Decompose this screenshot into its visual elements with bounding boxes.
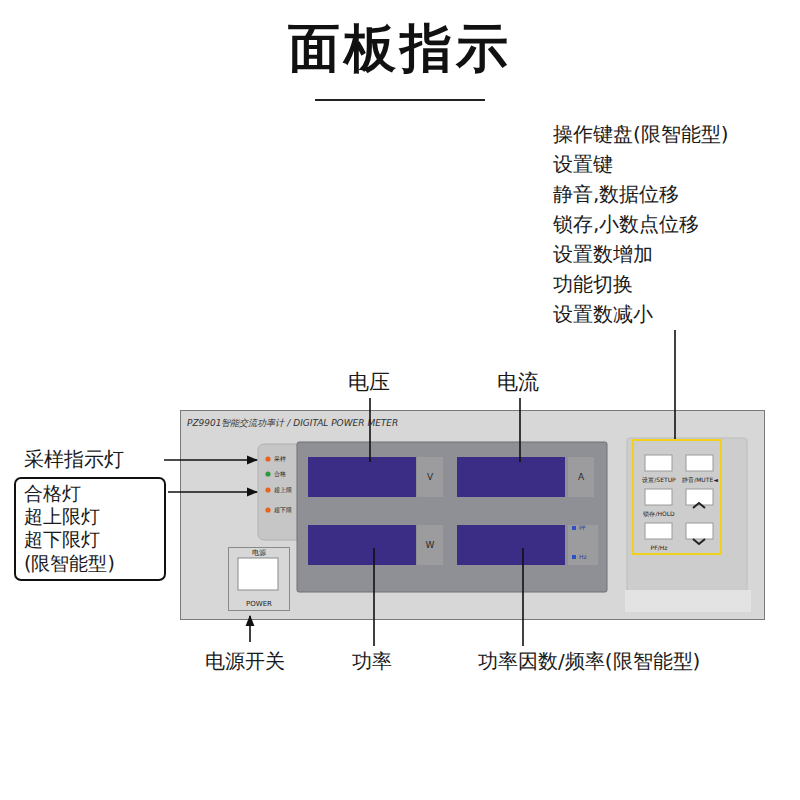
up-arrow-symbol [693, 503, 705, 508]
indicator-light [265, 507, 270, 512]
unit-box: A [568, 457, 594, 497]
node-label: A [578, 473, 584, 482]
callout-label: 操作键盘(限智能型) [553, 124, 729, 144]
power-button [238, 558, 278, 590]
panel-title: PZ9901智能交流功率计 / DIGITAL POWER METER [187, 417, 398, 430]
indicator-light [265, 487, 270, 492]
indicator-label: PF [579, 525, 586, 531]
leader-line [249, 616, 251, 642]
node-label: 静音/MUTE◄ [682, 477, 718, 483]
hz-indicator [572, 555, 576, 559]
meter-panel: PZ9901智能交流功率计 / DIGITAL POWER METER V A W 电源… [180, 410, 765, 620]
panel-art [181, 411, 764, 619]
leader-line [369, 398, 371, 462]
callout-label: 锁存,小数点位移 [553, 214, 699, 234]
callout-label: 设置数减小 [553, 304, 653, 324]
callout-label: 设置键 [553, 154, 613, 174]
indicator-strip [258, 444, 302, 540]
node-label: V [427, 473, 433, 482]
callout-label: 电源开关 [205, 651, 285, 671]
indicator-label: 采样 [274, 456, 286, 462]
unit-box: W [417, 525, 443, 565]
callout-label: 设置数增加 [553, 244, 653, 264]
node-label: POWER [246, 601, 272, 608]
leader-line [373, 548, 375, 646]
indicator-label: 超上限 [274, 487, 292, 493]
key-button: PF/Hz [639, 520, 679, 552]
keypad-area [627, 438, 747, 598]
node-label: W [426, 541, 435, 550]
pf-display [457, 525, 565, 565]
key-button: 设置/SETUP [639, 452, 679, 484]
unit-box: V [417, 457, 443, 497]
node-label: PF/Hz [651, 545, 668, 551]
down-arrow-symbol [693, 539, 705, 544]
node-label: 电源 [252, 550, 266, 557]
unit-panel [568, 525, 598, 565]
key-face [645, 489, 672, 505]
key-face [686, 455, 713, 471]
page-title: 面板指示 [288, 22, 512, 74]
callout-box: 合格灯 超上限灯 超下限灯 (限智能型) [14, 477, 166, 581]
callout-label: 功能切换 [553, 274, 633, 294]
callout-label: 静音,数据位移 [553, 184, 679, 204]
node-label: 设置/SETUP [642, 477, 675, 483]
key-button: 锁存/HOLD [639, 486, 679, 518]
node-label: 锁存/HOLD [643, 511, 674, 517]
key-face [645, 523, 672, 539]
leader-line [168, 491, 257, 493]
key-face [645, 455, 672, 471]
callout-label: 功率 [352, 651, 392, 671]
leader-line [164, 459, 257, 461]
callout-label: 电压 [348, 372, 390, 393]
voltage-display [308, 457, 416, 497]
current-display [457, 457, 565, 497]
indicator-label: Hz [579, 554, 587, 560]
power-display [308, 525, 416, 565]
leader-line [674, 330, 676, 439]
indicator-light [265, 471, 270, 476]
leader-line [519, 398, 521, 462]
display-surround [297, 442, 607, 592]
callout-label: 采样指示灯 [24, 449, 124, 469]
key-face [686, 523, 713, 539]
indicator-label: 合格 [274, 471, 286, 477]
blank-plate [625, 590, 751, 612]
callout-label: 电流 [497, 372, 539, 393]
pf-indicator [572, 526, 576, 530]
key-button: 静音/MUTE◄ [680, 452, 720, 484]
indicator-label: 超下限 [274, 507, 292, 513]
power-switch: 电源 POWER [228, 547, 290, 611]
title-underline [315, 99, 485, 101]
indicator-light [265, 456, 270, 461]
keypad-highlight [633, 440, 721, 554]
leader-line [522, 548, 524, 646]
callout-text: 合格灯 超上限灯 超下限灯 (限智能型) [24, 482, 158, 575]
callout-label: 功率因数/频率(限智能型) [478, 651, 700, 671]
